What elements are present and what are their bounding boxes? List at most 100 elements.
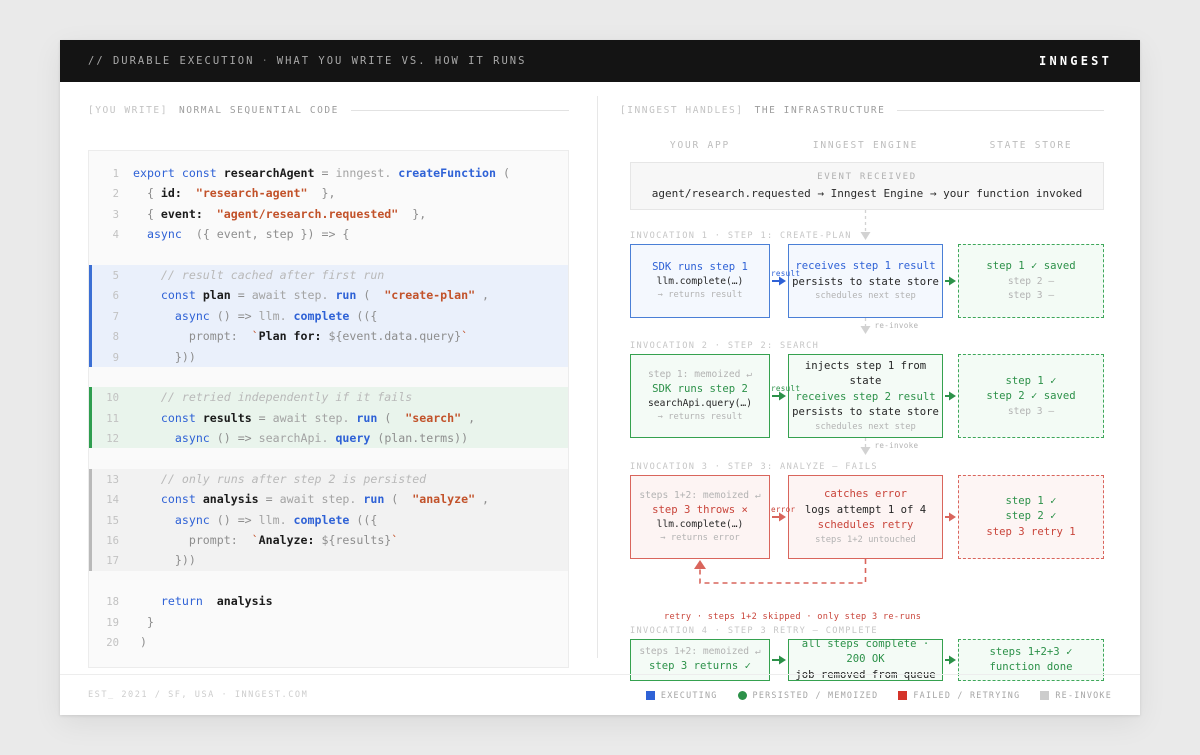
column-headers: YOUR APP INNGEST ENGINE STATE STORE bbox=[598, 140, 1140, 158]
code-line: 15 async () => llm. complete (({ bbox=[89, 509, 568, 531]
app-footer: EST_ 2021 / SF, USA · INNGEST.COM EXECUT… bbox=[60, 674, 1140, 715]
code-line-number: 9 bbox=[112, 351, 119, 364]
code-token: llm. bbox=[258, 308, 287, 323]
box-line: persists to state store bbox=[792, 406, 939, 418]
legend-item: RE-INVOKE bbox=[1040, 690, 1112, 700]
box-line: step 2 ✓ bbox=[1005, 510, 1057, 523]
box-line: schedules retry bbox=[817, 519, 914, 532]
invocation-label: INVOCATION 2 · STEP 2: SEARCH bbox=[630, 341, 820, 351]
code-line: 12 async () => searchApi. query (plan.te… bbox=[89, 428, 568, 449]
code-token: ( bbox=[377, 410, 399, 425]
code-token: await step. bbox=[272, 410, 350, 425]
code-line-number: 1 bbox=[112, 168, 119, 180]
right-section-rule bbox=[897, 110, 1104, 111]
right-pane: [INNGEST HANDLES] THE INFRASTRUCTURE YOU… bbox=[598, 82, 1140, 681]
code-token: plan bbox=[202, 288, 231, 303]
invocation-3-app-box: steps 1+2: memoized ↵step 3 throws ×llm.… bbox=[630, 475, 770, 559]
left-section-label: [YOU WRITE] NORMAL SEQUENTIAL CODE bbox=[88, 105, 569, 116]
box-line: llm.complete(…) bbox=[656, 276, 744, 288]
column-header-your-app: YOUR APP bbox=[669, 140, 731, 151]
code-token: "agent/research.requested" bbox=[202, 206, 399, 221]
box-line: step 3 — bbox=[1007, 405, 1055, 417]
code-token: analysis bbox=[202, 492, 259, 507]
box-line: receives step 1 result bbox=[795, 260, 936, 272]
event-title: EVENT RECEIVED bbox=[817, 172, 917, 182]
code-line-number: 10 bbox=[106, 392, 119, 405]
code-token: // retried independently if it fails bbox=[133, 390, 413, 405]
code-token: ({ event, step }) => { bbox=[181, 227, 350, 242]
code-block: 1 export const researchAgent = inngest. c… bbox=[88, 150, 569, 668]
code-line-number: 5 bbox=[112, 269, 119, 282]
box-line: llm.complete(…) bbox=[656, 519, 744, 531]
code-line-number: 17 bbox=[106, 555, 119, 568]
legend-label: RE-INVOKE bbox=[1055, 690, 1112, 700]
code-line: 9 })) bbox=[89, 346, 568, 368]
box-line: → returns error bbox=[660, 533, 740, 544]
code-token: createFunction bbox=[391, 166, 496, 180]
code-token: async bbox=[133, 512, 210, 527]
legend-label: EXECUTING bbox=[660, 690, 718, 700]
code-token: export const bbox=[133, 166, 224, 180]
box-line: function done bbox=[989, 661, 1073, 673]
code-token: researchAgent bbox=[223, 166, 315, 180]
box-line: injects step 1 from state bbox=[804, 359, 927, 388]
code-token: const bbox=[133, 288, 203, 303]
code-token: return bbox=[133, 594, 210, 609]
left-section-rule bbox=[350, 110, 569, 111]
code-token: = bbox=[251, 410, 273, 425]
invocation-label: INVOCATION 3 · STEP 3: ANALYZE — FAILS bbox=[630, 462, 878, 472]
body-split: [YOU WRITE] NORMAL SEQUENTIAL CODE 1 expo… bbox=[60, 82, 1140, 681]
code-line: 14 const analysis = await step. run ( "a… bbox=[89, 489, 568, 511]
code-line: 3 { event: "agent/research.requested" }, bbox=[89, 204, 568, 224]
code-line-number: 2 bbox=[112, 188, 119, 201]
code-token: results bbox=[202, 410, 252, 425]
code-line-number: 11 bbox=[106, 412, 119, 425]
code-line: 20 ) bbox=[89, 632, 568, 652]
code-token: "search" bbox=[398, 410, 462, 425]
code-line: 4 async ({ event, step }) => { bbox=[89, 224, 568, 244]
code-token: (({ bbox=[349, 512, 378, 527]
box-line: step 1 ✓ bbox=[1005, 494, 1057, 507]
left-section-tag: [YOU WRITE] bbox=[88, 105, 168, 116]
box-line: SDK runs step 1 bbox=[652, 260, 748, 273]
code-token: "research-agent" bbox=[181, 186, 308, 201]
header-comment: // DURABLE EXECUTION bbox=[88, 55, 255, 67]
code-line-number: 16 bbox=[106, 535, 119, 548]
code-line: 18 return analysis bbox=[89, 591, 568, 611]
left-section-text: NORMAL SEQUENTIAL CODE bbox=[178, 105, 339, 116]
code-token: complete bbox=[286, 512, 350, 527]
code-token: inngest. bbox=[335, 166, 392, 180]
legend-swatch-icon bbox=[1040, 690, 1050, 700]
code-token: prompt: bbox=[133, 329, 245, 344]
main-card: // DURABLE EXECUTION·WHAT YOU WRITE VS. … bbox=[60, 40, 1140, 715]
code-token: }, bbox=[398, 206, 427, 221]
box-line: step 2 ✓ saved bbox=[986, 390, 1076, 402]
code-line: 2 { id: "research-agent" }, bbox=[89, 183, 568, 203]
box-line: steps 1+2: memoized ↵ bbox=[639, 646, 761, 658]
code-token: searchApi. bbox=[258, 431, 329, 446]
box-line: schedules next step bbox=[815, 291, 916, 301]
code-line-number: 15 bbox=[106, 514, 119, 527]
code-token: } bbox=[133, 614, 154, 629]
legend-swatch-icon bbox=[645, 690, 655, 700]
box-line: step 2 — bbox=[1007, 275, 1055, 287]
code-line bbox=[89, 245, 568, 265]
code-token: "analyze" bbox=[405, 492, 476, 507]
left-pane: [YOU WRITE] NORMAL SEQUENTIAL CODE 1 expo… bbox=[60, 82, 597, 674]
reinvoke-label: re-invoke bbox=[874, 441, 919, 450]
code-token: ` bbox=[391, 533, 399, 548]
code-line: 8 prompt: `Plan for: ${event.data.query}… bbox=[89, 326, 568, 347]
arrow-label: result bbox=[771, 384, 801, 393]
legend-item: FAILED / RETRYING bbox=[898, 690, 1020, 700]
legend-label: FAILED / RETRYING bbox=[913, 690, 1021, 700]
code-token: , bbox=[461, 410, 476, 425]
invocation-label: INVOCATION 4 · STEP 3 RETRY — COMPLETE bbox=[630, 626, 878, 636]
code-token: Plan for: bbox=[258, 329, 322, 344]
code-token: () => bbox=[209, 512, 259, 527]
box-line: steps 1+2: memoized ↵ bbox=[639, 489, 761, 501]
